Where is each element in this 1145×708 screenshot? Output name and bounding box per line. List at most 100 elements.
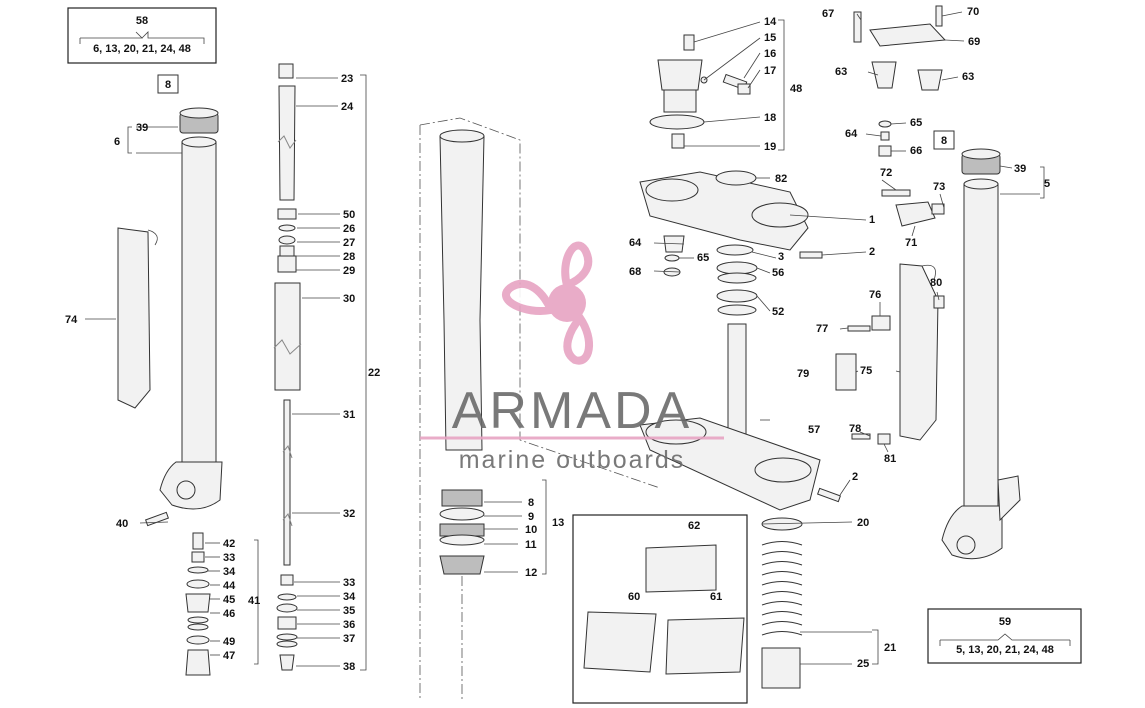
- part-82: [715, 170, 757, 186]
- callout-76: 76: [869, 289, 881, 301]
- callout-69: 69: [968, 36, 980, 48]
- ref-box-8-left: 8: [157, 74, 179, 94]
- callout-14: 14: [764, 16, 777, 28]
- guard-fasteners: [835, 295, 945, 445]
- callout-66: 66: [910, 145, 922, 157]
- callout-13: 13: [552, 517, 564, 529]
- kit-58-contents: 6, 13, 20, 21, 24, 48: [93, 43, 191, 55]
- part-47: [185, 649, 211, 676]
- leader-line: [941, 76, 959, 81]
- part-8: [441, 489, 483, 507]
- callout-68: 68: [629, 266, 641, 278]
- part-69: [869, 23, 947, 47]
- callout-52: 52: [772, 306, 784, 318]
- callout-72: 72: [880, 167, 892, 179]
- callout-35: 35: [343, 605, 355, 617]
- callout-8: 8: [528, 497, 534, 509]
- callout-64: 64: [845, 128, 858, 140]
- callout-77: 77: [816, 323, 828, 335]
- callout-67: 67: [822, 8, 834, 20]
- leader-line: [756, 295, 771, 312]
- callout-17: 17: [764, 65, 776, 77]
- callout-31: 31: [343, 409, 355, 421]
- callout-30: 30: [343, 293, 355, 305]
- leader-line: [703, 37, 761, 81]
- callout-labels: 1 2 2 3 5 6 8 9 10 11 12 13 14 15 16 17 …: [65, 6, 1050, 673]
- leader-line: [703, 116, 761, 123]
- callout-82: 82: [775, 173, 787, 185]
- right-fork-leg: [941, 148, 1045, 560]
- leader-line: [999, 165, 1013, 169]
- callout-10: 10: [525, 524, 537, 536]
- callout-81: 81: [884, 453, 896, 465]
- callout-39: 39: [1014, 163, 1026, 175]
- callout-12: 12: [525, 567, 537, 579]
- callout-2: 2: [869, 246, 875, 258]
- callout-38: 38: [343, 661, 355, 673]
- part-79: [835, 353, 857, 391]
- leader-line: [653, 242, 685, 245]
- part-26: [278, 224, 296, 232]
- bottom-triple-clamp: [639, 261, 821, 511]
- tool-pouch-inset: [572, 514, 748, 704]
- callout-11: 11: [525, 539, 537, 551]
- leader-line: [895, 370, 901, 373]
- top-triple-clamp: [639, 170, 809, 256]
- leader-line: [761, 521, 853, 525]
- callout-40: 40: [116, 518, 128, 530]
- callout-71: 71: [905, 237, 917, 249]
- kit-59-contents: 5, 13, 20, 21, 24, 48: [956, 644, 1054, 656]
- leader-line: [839, 327, 849, 330]
- part-33-right: [280, 574, 294, 586]
- part-30: [274, 282, 301, 391]
- callout-75: 75: [860, 365, 872, 377]
- callout-25: 25: [857, 658, 869, 670]
- callout-26: 26: [343, 223, 355, 235]
- leader-line: [693, 21, 761, 43]
- callout-64: 64: [629, 237, 642, 249]
- callout-61: 61: [710, 591, 722, 603]
- leader-line: [821, 251, 867, 256]
- callout-47: 47: [223, 650, 235, 662]
- leader-line: [839, 479, 851, 496]
- callout-34: 34: [223, 566, 236, 578]
- leader-line: [865, 133, 882, 137]
- part-38: [279, 654, 295, 671]
- kit-box-58: 58 6, 13, 20, 21, 24, 48: [67, 7, 217, 64]
- leader-line: [756, 267, 771, 274]
- inner-tube: [419, 117, 661, 700]
- ref-box-8-right: 8: [933, 130, 955, 150]
- leader-line: [751, 251, 777, 259]
- part-27: [278, 235, 296, 245]
- callout-24: 24: [341, 101, 354, 113]
- leader-line: [890, 122, 907, 125]
- callout-78: 78: [849, 423, 861, 435]
- leader-line: [855, 370, 859, 373]
- leader-line: [936, 291, 940, 301]
- part-29: [277, 255, 297, 273]
- callout-36: 36: [343, 619, 355, 631]
- leader-line: [856, 13, 862, 21]
- callout-21: 21: [884, 642, 896, 654]
- callout-56: 56: [772, 267, 784, 279]
- callout-49: 49: [223, 636, 235, 648]
- callout-48: 48: [790, 83, 802, 95]
- callout-32: 32: [343, 508, 355, 520]
- callout-9: 9: [528, 511, 534, 523]
- callout-37: 37: [343, 633, 355, 645]
- valve-stack-41: [185, 532, 259, 676]
- callout-45: 45: [223, 594, 235, 606]
- leader-line: [881, 179, 897, 191]
- callout-42: 42: [223, 538, 235, 550]
- callout-16: 16: [764, 48, 776, 60]
- callout-79: 79: [797, 368, 809, 380]
- callout-27: 27: [343, 237, 355, 249]
- callout-20: 20: [857, 517, 869, 529]
- leader-line: [939, 193, 945, 209]
- left-fork-leg: [127, 107, 223, 510]
- fork-cap-48: [649, 19, 785, 151]
- callout-80: 80: [930, 277, 942, 289]
- callout-15: 15: [764, 32, 776, 44]
- leader-line: [941, 11, 963, 17]
- part-33-left: [191, 551, 205, 563]
